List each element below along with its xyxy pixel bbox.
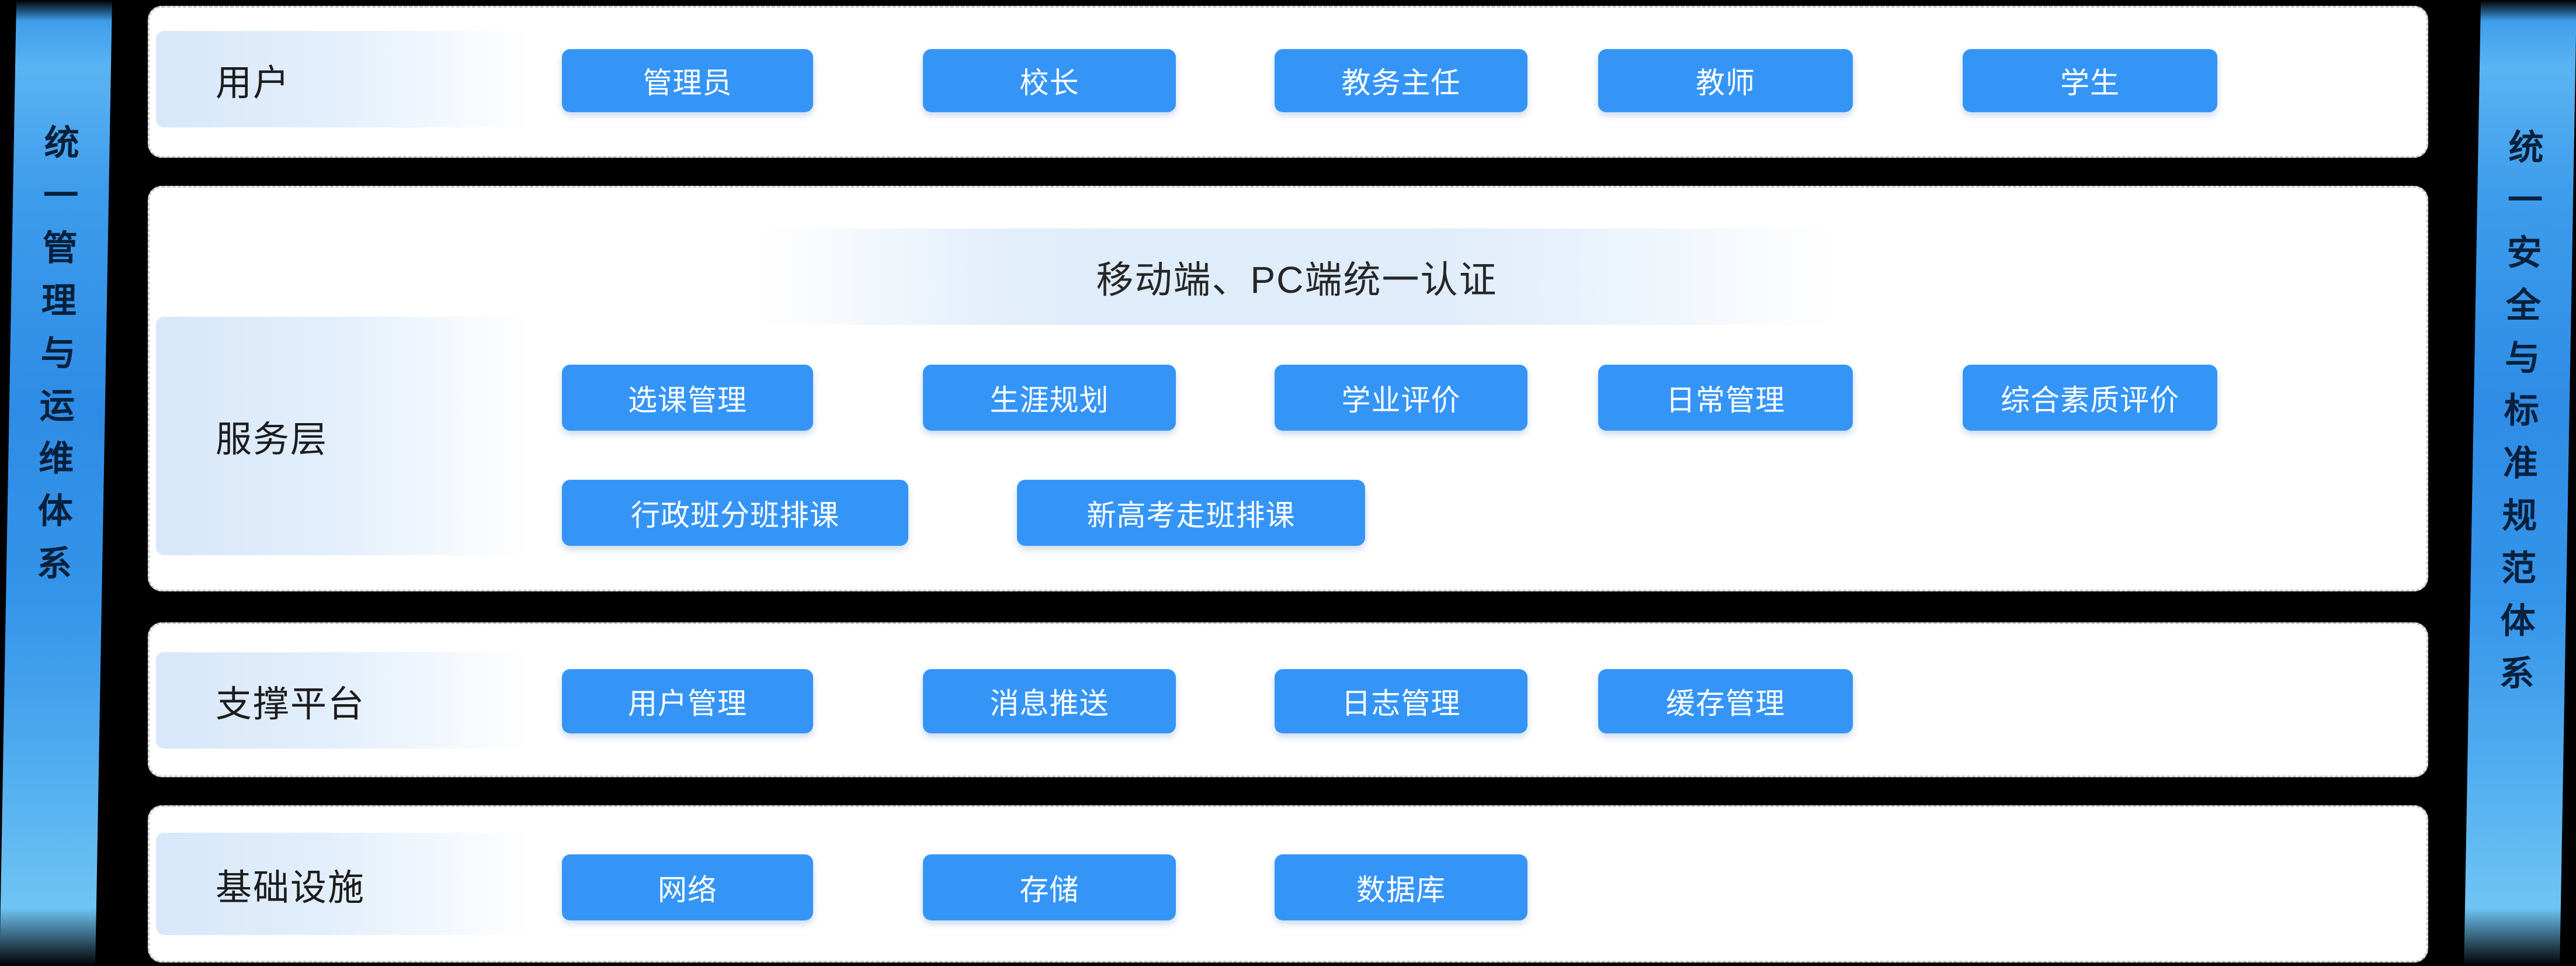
infra-label: 基础设施 (216, 867, 366, 908)
block-admin-class-scheduling: 行政班分班排课 (562, 480, 908, 546)
block-principal: 校长 (923, 49, 1176, 112)
left-ribbon-label: 统一管理与运维体系 (36, 123, 80, 583)
block-course-selection: 选课管理 (562, 365, 813, 431)
block-student: 学生 (1963, 49, 2217, 112)
block-log-management: 日志管理 (1275, 669, 1527, 733)
block-comprehensive-quality-evaluation: 综合素质评价 (1963, 365, 2217, 431)
users-label: 用户 (216, 63, 291, 103)
block-academic-director: 教务主任 (1275, 49, 1527, 112)
right-ribbon: 统一安全与标准规范体系 (2464, 0, 2576, 966)
panel-support: 支撑平台 用户管理 消息推送 日志管理 缓存管理 (148, 622, 2428, 777)
block-cache-management: 缓存管理 (1598, 669, 1853, 733)
block-new-gaokao-class-scheduling: 新高考走班排课 (1017, 480, 1365, 546)
panel-users: 用户 管理员 校长 教务主任 教师 学生 (148, 6, 2428, 158)
infra-label-box: 基础设施 (156, 833, 530, 935)
services-label: 服务层 (216, 420, 328, 460)
users-label-box: 用户 (156, 31, 530, 127)
block-database: 数据库 (1275, 854, 1527, 920)
block-storage: 存储 (923, 854, 1176, 920)
block-academic-evaluation: 学业评价 (1275, 365, 1527, 431)
block-network: 网络 (562, 854, 813, 920)
block-message-push: 消息推送 (923, 669, 1176, 733)
services-label-box: 服务层 (156, 317, 530, 555)
block-daily-management: 日常管理 (1598, 365, 1853, 431)
panel-infrastructure: 基础设施 网络 存储 数据库 (148, 805, 2428, 962)
support-label: 支撑平台 (216, 684, 366, 725)
support-label-box: 支撑平台 (156, 652, 530, 749)
block-user-management: 用户管理 (562, 669, 813, 733)
panel-services: 移动端、PC端统一认证 服务层 选课管理 生涯规划 学业评价 日常管理 综合素质… (148, 186, 2428, 591)
auth-banner: 移动端、PC端统一认证 (759, 228, 1834, 325)
block-career-planning: 生涯规划 (923, 365, 1176, 431)
block-admin: 管理员 (562, 49, 813, 112)
block-teacher: 教师 (1598, 49, 1853, 112)
left-ribbon: 统一管理与运维体系 (0, 0, 113, 966)
right-ribbon-label: 统一安全与标准规范体系 (2499, 128, 2544, 693)
